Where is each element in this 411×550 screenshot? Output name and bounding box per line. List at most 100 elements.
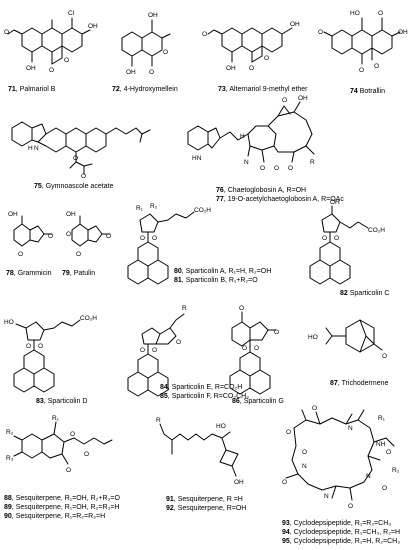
caption-91: 91, Sesquiterpene, R =H [166,496,243,503]
atom-o: O [4,29,9,36]
atom-r1: R₁ [378,415,386,422]
compound-number: 72 [112,86,120,93]
atom-o: O [312,405,317,412]
atom-oh: OH [290,21,300,28]
caption-90: 90, Sesquiterpene, R₁=R₂=R₃=H [4,513,106,520]
atom-o: O [249,65,254,72]
caption-80: 80, Sparticolin A, R₁=H, R₂=OH [174,268,272,275]
structure-74: HO O O OH O O [318,10,408,74]
structure-82: OH CO₂H O O [309,199,385,285]
structure-78: OH O O [8,211,53,258]
atom-o: O [318,29,323,36]
compound-name: Sparticolin E, R=CO₂H [171,384,243,391]
atom-o: O [81,173,86,180]
compound-name: Gymnoascole acetate [45,183,114,190]
compound-number: 91 [166,496,174,503]
atom-o: O [163,49,168,56]
atom-o: O [348,503,353,510]
atom-o: O [386,449,391,456]
atom-o: O [302,449,307,456]
structure-71: Cl OH OH O O O [4,10,98,74]
compound-number: 77 [216,196,224,203]
atom-o: O [140,235,145,242]
caption-87: 87, Trichodermene [330,380,389,387]
atom-n: N [244,159,249,166]
compound-number: 78 [6,270,14,277]
atom-oh: OH [298,95,308,102]
atom-o: O [334,235,339,242]
compound-name: Botrallin [359,88,386,95]
atom-r2: R₂ [6,429,14,436]
atom-o: O [106,233,111,240]
atom-o: O [18,251,23,258]
caption-84: 84, Sparticolin E, R=CO₂H [160,384,243,391]
compound-name: Sesquiterpene, R=OH [177,505,247,512]
atom-o: O [286,429,291,436]
compound-name: 4-Hydroxymellein [123,86,178,93]
atom-o: O [49,67,54,74]
caption-75: 75, Gymnoascole acetate [34,183,114,190]
compound-name: Sparticolin A, R₁=H, R₂=OH [185,268,272,275]
compound-number: 75 [34,183,42,190]
structure-80-81: R₁ R₂ CO₂H O O [127,203,211,285]
compound-name: 19-O-acetylchaetoglobosin A, R=OAc [227,196,344,203]
atom-r2: R₂ [150,203,158,210]
atom-nh: NH [376,441,386,448]
atom-r2: R₂ [392,467,400,474]
compound-name: Patulin [73,270,96,277]
compound-number: 80 [174,268,182,275]
compound-number: 84 [160,384,168,391]
atom-o: O [378,10,383,17]
caption-72: 72, 4-Hydroxymellein [112,86,178,93]
compound-number: 90 [4,513,12,520]
atom-o: O [274,165,279,172]
atom-o: O [149,69,154,76]
atom-r3: R₃ [6,455,14,462]
atom-o: O [288,165,293,172]
caption-94: 94, Cyclodepsipeptide, R₁=CH₃, R₂=H [282,529,401,536]
atom-oh: OH [8,211,18,218]
atom-o: O [359,67,364,74]
atom-r: R [156,417,161,424]
atom-oh: OH [398,29,408,36]
structure-87: HO O [308,319,387,360]
atom-ho: HO [216,423,226,430]
atom-o: O [176,339,181,346]
atom-o: O [26,343,31,350]
caption-78: 78, Grammicin [6,270,52,277]
atom-cl: Cl [68,10,75,17]
atom-n: N [348,425,353,432]
atom-h: H [240,133,245,140]
caption-82: 82 Sparticolin C [340,290,389,298]
structure-72: OH OH O O [121,12,171,76]
atom-ho: HO [4,319,14,326]
compound-number: 86 [232,398,240,405]
atom-o: O [73,155,78,162]
caption-79: 79, Patulin [62,270,96,277]
atom-o: O [66,231,71,238]
atom-o: O [260,165,265,172]
compound-number: 73 [218,86,226,93]
compound-number: 93 [282,520,290,527]
compound-name: Alternariol 9-methyl ether [229,86,308,93]
atom-oh: OH [26,65,36,72]
compound-number: 92 [166,505,174,512]
atom-o: O [152,235,157,242]
caption-85: 85, Sparticolin F, R=CO₂CH₃ [160,393,250,400]
atom-oh: OH [126,69,136,76]
structure-91-92: R HO OH [156,417,244,486]
atom-o: O [152,347,157,354]
structure-93-95: O O N R₁ O NH O N R₂ O N N O O [282,405,400,510]
atom-o: O [202,31,207,38]
atom-o: O [140,347,145,354]
compound-name: Grammicin [17,270,52,277]
caption-76: 76, Chaetoglobosin A, R=OH [216,187,307,194]
atom-co2h: CO₂H [368,227,385,234]
compound-name: Palmariol B [19,86,56,93]
compound-name: Trichodermene [341,380,389,387]
atom-oh: OH [148,12,158,19]
compound-number: 95 [282,538,290,545]
compound-name: Sparticolin B, R₁+R₂=O [185,277,258,284]
compound-name: Sparticolin F, R=CO₂CH₃ [171,393,250,400]
atom-o: O [239,305,244,312]
